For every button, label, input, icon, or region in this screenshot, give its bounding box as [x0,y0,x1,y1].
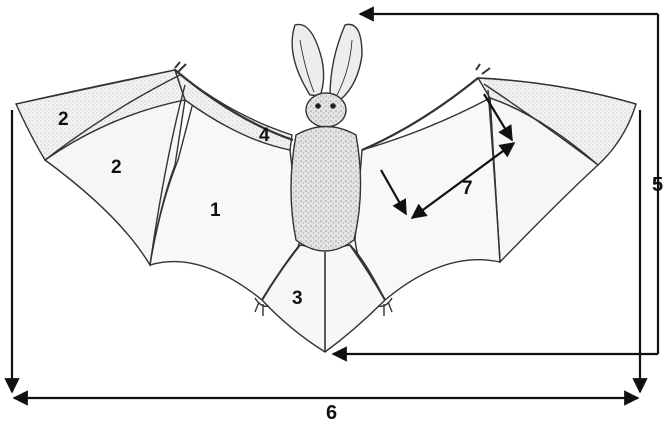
left-wing [16,62,300,300]
right-ear [330,24,362,100]
label-dimension-6: 6 [326,402,337,423]
label-membrane-3: 3 [292,288,303,309]
bat-body [291,24,362,251]
label-membrane-4: 4 [259,125,270,146]
right-wing-plagiopatagium [355,98,500,300]
head [306,93,346,127]
label-membrane-2-inner: 2 [111,157,122,178]
torso [291,127,361,252]
left-ear [292,24,323,96]
label-dimension-5: 5 [652,174,663,196]
label-membrane-1: 1 [210,200,221,221]
label-dimension-7: 7 [462,178,473,199]
right-wing [355,64,636,300]
label-membrane-2-outer: 2 [58,109,69,130]
